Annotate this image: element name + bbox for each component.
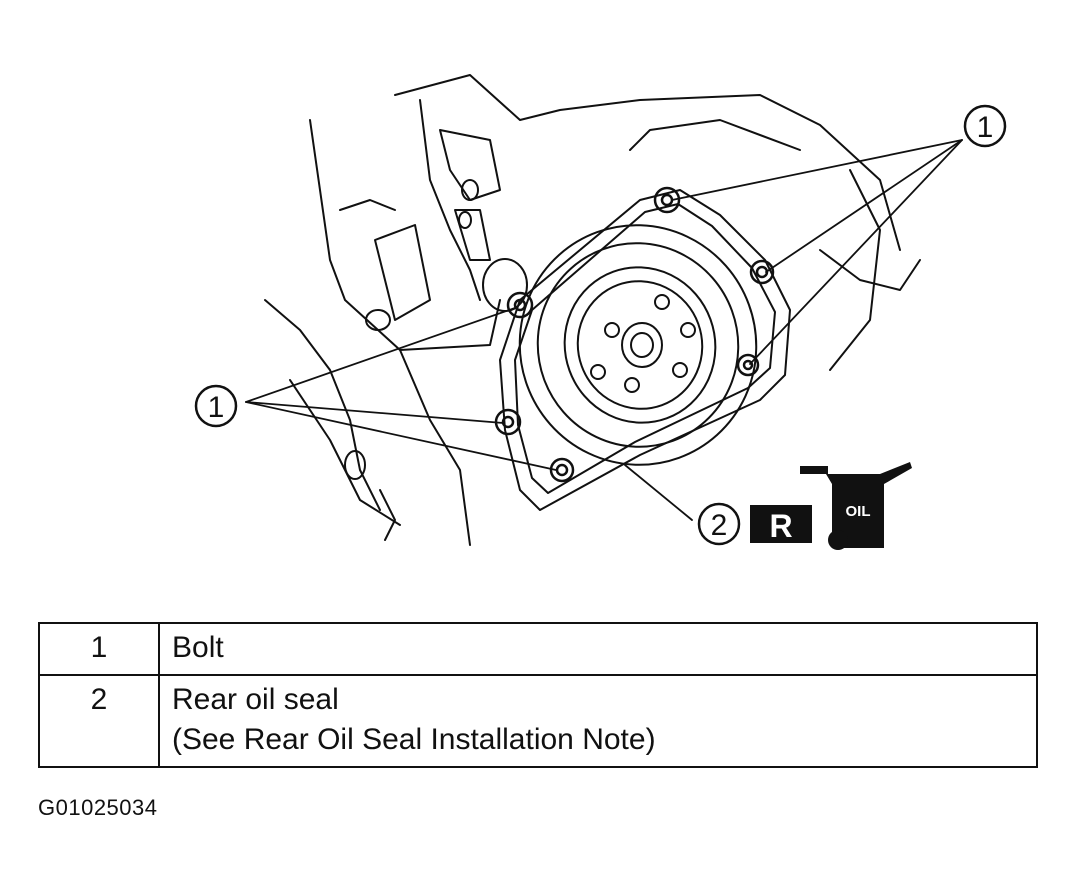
bolt xyxy=(506,291,534,319)
table-row: 2 Rear oil seal (See Rear Oil Seal Insta… xyxy=(38,674,1038,768)
replace-badge: R xyxy=(750,505,812,544)
callout-circle-2 xyxy=(697,502,741,546)
legend-line: Rear oil seal xyxy=(172,683,339,716)
legend-number: 2 xyxy=(38,674,160,768)
replace-badge-label: R xyxy=(769,508,792,544)
engine-block-outline xyxy=(264,74,921,546)
callout-circle-1-left xyxy=(194,384,238,428)
bolt xyxy=(653,186,681,214)
legend-description: Bolt xyxy=(158,622,1038,676)
bolt xyxy=(736,353,760,377)
legend-line: Bolt xyxy=(172,631,224,664)
legend-line: (See Rear Oil Seal Installation Note) xyxy=(172,723,656,756)
legend-number: 1 xyxy=(38,622,160,676)
figure-id: G01025034 xyxy=(38,795,158,820)
callout-label: 1 xyxy=(208,391,225,424)
table-row: 1 Bolt xyxy=(38,622,1038,676)
legend-description: Rear oil seal (See Rear Oil Seal Install… xyxy=(158,674,1038,768)
leader-lines xyxy=(245,139,963,521)
bolt xyxy=(549,457,575,483)
callout-label: 2 xyxy=(711,509,728,542)
rear-oil-seal-housing xyxy=(499,189,791,511)
oil-can-icon: OIL xyxy=(800,462,912,550)
callout-label: 1 xyxy=(977,111,994,144)
callout-circle-1-top xyxy=(963,104,1007,148)
bolt xyxy=(749,259,775,285)
rear-oil-seal-illustration: 1 1 2 R OIL xyxy=(194,74,1007,550)
legend-table: 1 Bolt 2 Rear oil seal (See Rear Oil Sea… xyxy=(38,622,1038,768)
oil-label: OIL xyxy=(846,503,871,520)
